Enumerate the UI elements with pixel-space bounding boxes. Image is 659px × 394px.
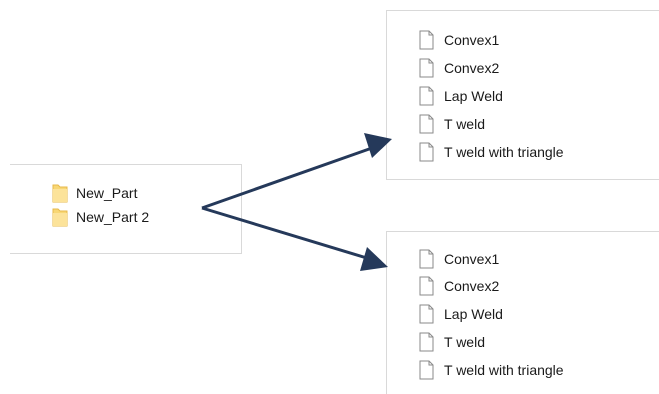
file-item[interactable]: Convex1 (419, 248, 499, 270)
arrow-to-top-panel (201, 146, 373, 210)
file-icon (419, 332, 434, 352)
file-list-panel-bottom: Convex1 Convex2 Lap Weld T weld T weld w… (386, 231, 659, 394)
file-icon (419, 249, 434, 269)
file-label: T weld with triangle (444, 144, 564, 160)
file-label: T weld (444, 334, 485, 350)
file-label: Convex1 (444, 251, 500, 267)
file-icon (419, 30, 434, 50)
folder-item-new-part-2[interactable]: New_Part 2 (52, 206, 149, 228)
file-list-panel-top: Convex1 Convex2 Lap Weld T weld T weld w… (386, 10, 659, 180)
file-icon (419, 58, 434, 78)
file-item[interactable]: T weld with triangle (419, 359, 564, 381)
folder-item-new-part[interactable]: New_Part (52, 182, 137, 204)
folder-label: New_Part 2 (76, 209, 150, 225)
arrowhead-bottom (360, 247, 388, 271)
file-icon (419, 276, 434, 296)
folder-icon (52, 184, 68, 203)
file-label: T weld with triangle (444, 362, 564, 378)
file-item[interactable]: Lap Weld (419, 303, 503, 325)
file-item[interactable]: T weld (419, 331, 485, 353)
file-label: T weld (444, 116, 485, 132)
file-item[interactable]: Convex2 (419, 275, 499, 297)
folder-icon (52, 208, 68, 227)
file-item[interactable]: Convex2 (419, 57, 499, 79)
file-item[interactable]: T weld with triangle (419, 141, 564, 163)
file-label: Convex2 (444, 60, 500, 76)
file-item[interactable]: T weld (419, 113, 485, 135)
arrowhead-top (364, 133, 392, 158)
file-icon (419, 304, 434, 324)
file-icon (419, 86, 434, 106)
file-item[interactable]: Lap Weld (419, 85, 503, 107)
file-icon (419, 114, 434, 134)
file-label: Lap Weld (444, 306, 503, 322)
file-label: Convex1 (444, 32, 500, 48)
file-icon (419, 360, 434, 380)
file-label: Convex2 (444, 278, 500, 294)
folder-label: New_Part (76, 185, 138, 201)
file-item[interactable]: Convex1 (419, 29, 499, 51)
file-label: Lap Weld (444, 88, 503, 104)
file-icon (419, 142, 434, 162)
arrow-to-bottom-panel (201, 206, 371, 261)
